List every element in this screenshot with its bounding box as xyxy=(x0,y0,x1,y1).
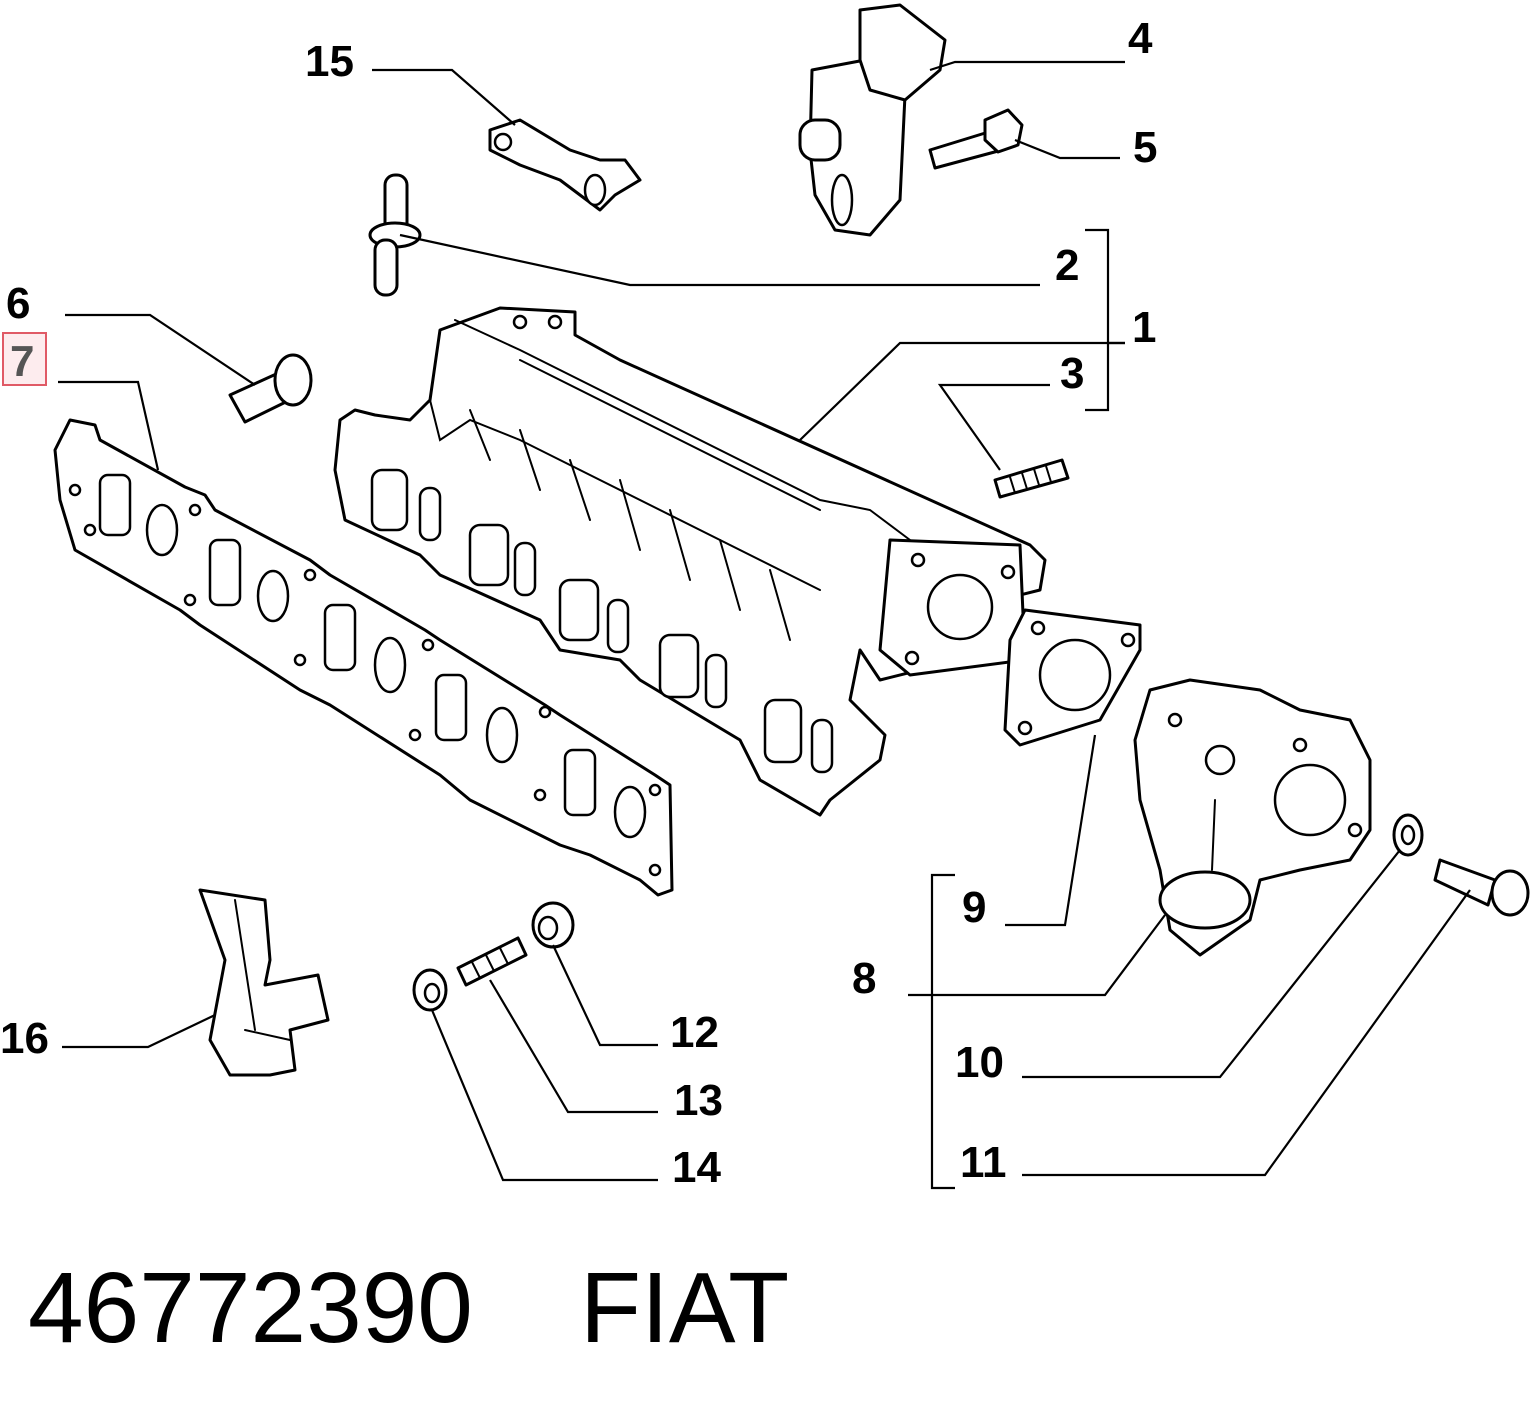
callout-7: 7 xyxy=(10,337,34,386)
callout-2: 2 xyxy=(1055,241,1079,290)
gasket-part-9 xyxy=(1003,608,1142,747)
stud-part-13 xyxy=(456,936,528,987)
callout-8: 8 xyxy=(852,954,876,1003)
footer-brand: FIAT xyxy=(580,1252,789,1364)
callout-9: 9 xyxy=(962,883,986,932)
leader-lines xyxy=(58,60,1471,1190)
fitting-part-2 xyxy=(368,173,422,297)
callout-11: 11 xyxy=(960,1138,1007,1187)
callout-10: 10 xyxy=(955,1038,1004,1087)
washer-part-14 xyxy=(412,968,448,1012)
nut-part-12 xyxy=(531,901,575,949)
stud-part-3 xyxy=(993,458,1070,499)
callout-13: 13 xyxy=(674,1076,723,1125)
callout-1: 1 xyxy=(1132,303,1156,352)
gasket-part-7 xyxy=(53,418,674,897)
callout-4: 4 xyxy=(1128,14,1153,63)
intake-manifold-part-1 xyxy=(333,306,1047,817)
callout-labels: 15 4 5 2 1 3 6 7 9 8 10 11 12 13 14 16 xyxy=(0,14,1157,1192)
washer-part-10 xyxy=(1392,813,1424,857)
bracket-part-15 xyxy=(488,118,642,212)
callout-7-highlight xyxy=(2,332,47,386)
callout-16: 16 xyxy=(0,1014,49,1063)
throttle-body-part-8 xyxy=(1133,678,1372,957)
sensor-part-4 xyxy=(798,3,947,237)
callout-14: 14 xyxy=(672,1143,721,1192)
bolt-part-5 xyxy=(928,108,1024,170)
callout-6: 6 xyxy=(6,279,30,328)
callout-5: 5 xyxy=(1133,123,1157,172)
callout-3: 3 xyxy=(1060,349,1084,398)
footer-part-number: 46772390 xyxy=(28,1252,473,1364)
plug-part-6 xyxy=(228,353,313,424)
callout-15: 15 xyxy=(305,37,354,86)
callout-12: 12 xyxy=(670,1008,719,1057)
bolt-part-11 xyxy=(1433,858,1530,917)
bracket-part-16 xyxy=(198,888,330,1077)
